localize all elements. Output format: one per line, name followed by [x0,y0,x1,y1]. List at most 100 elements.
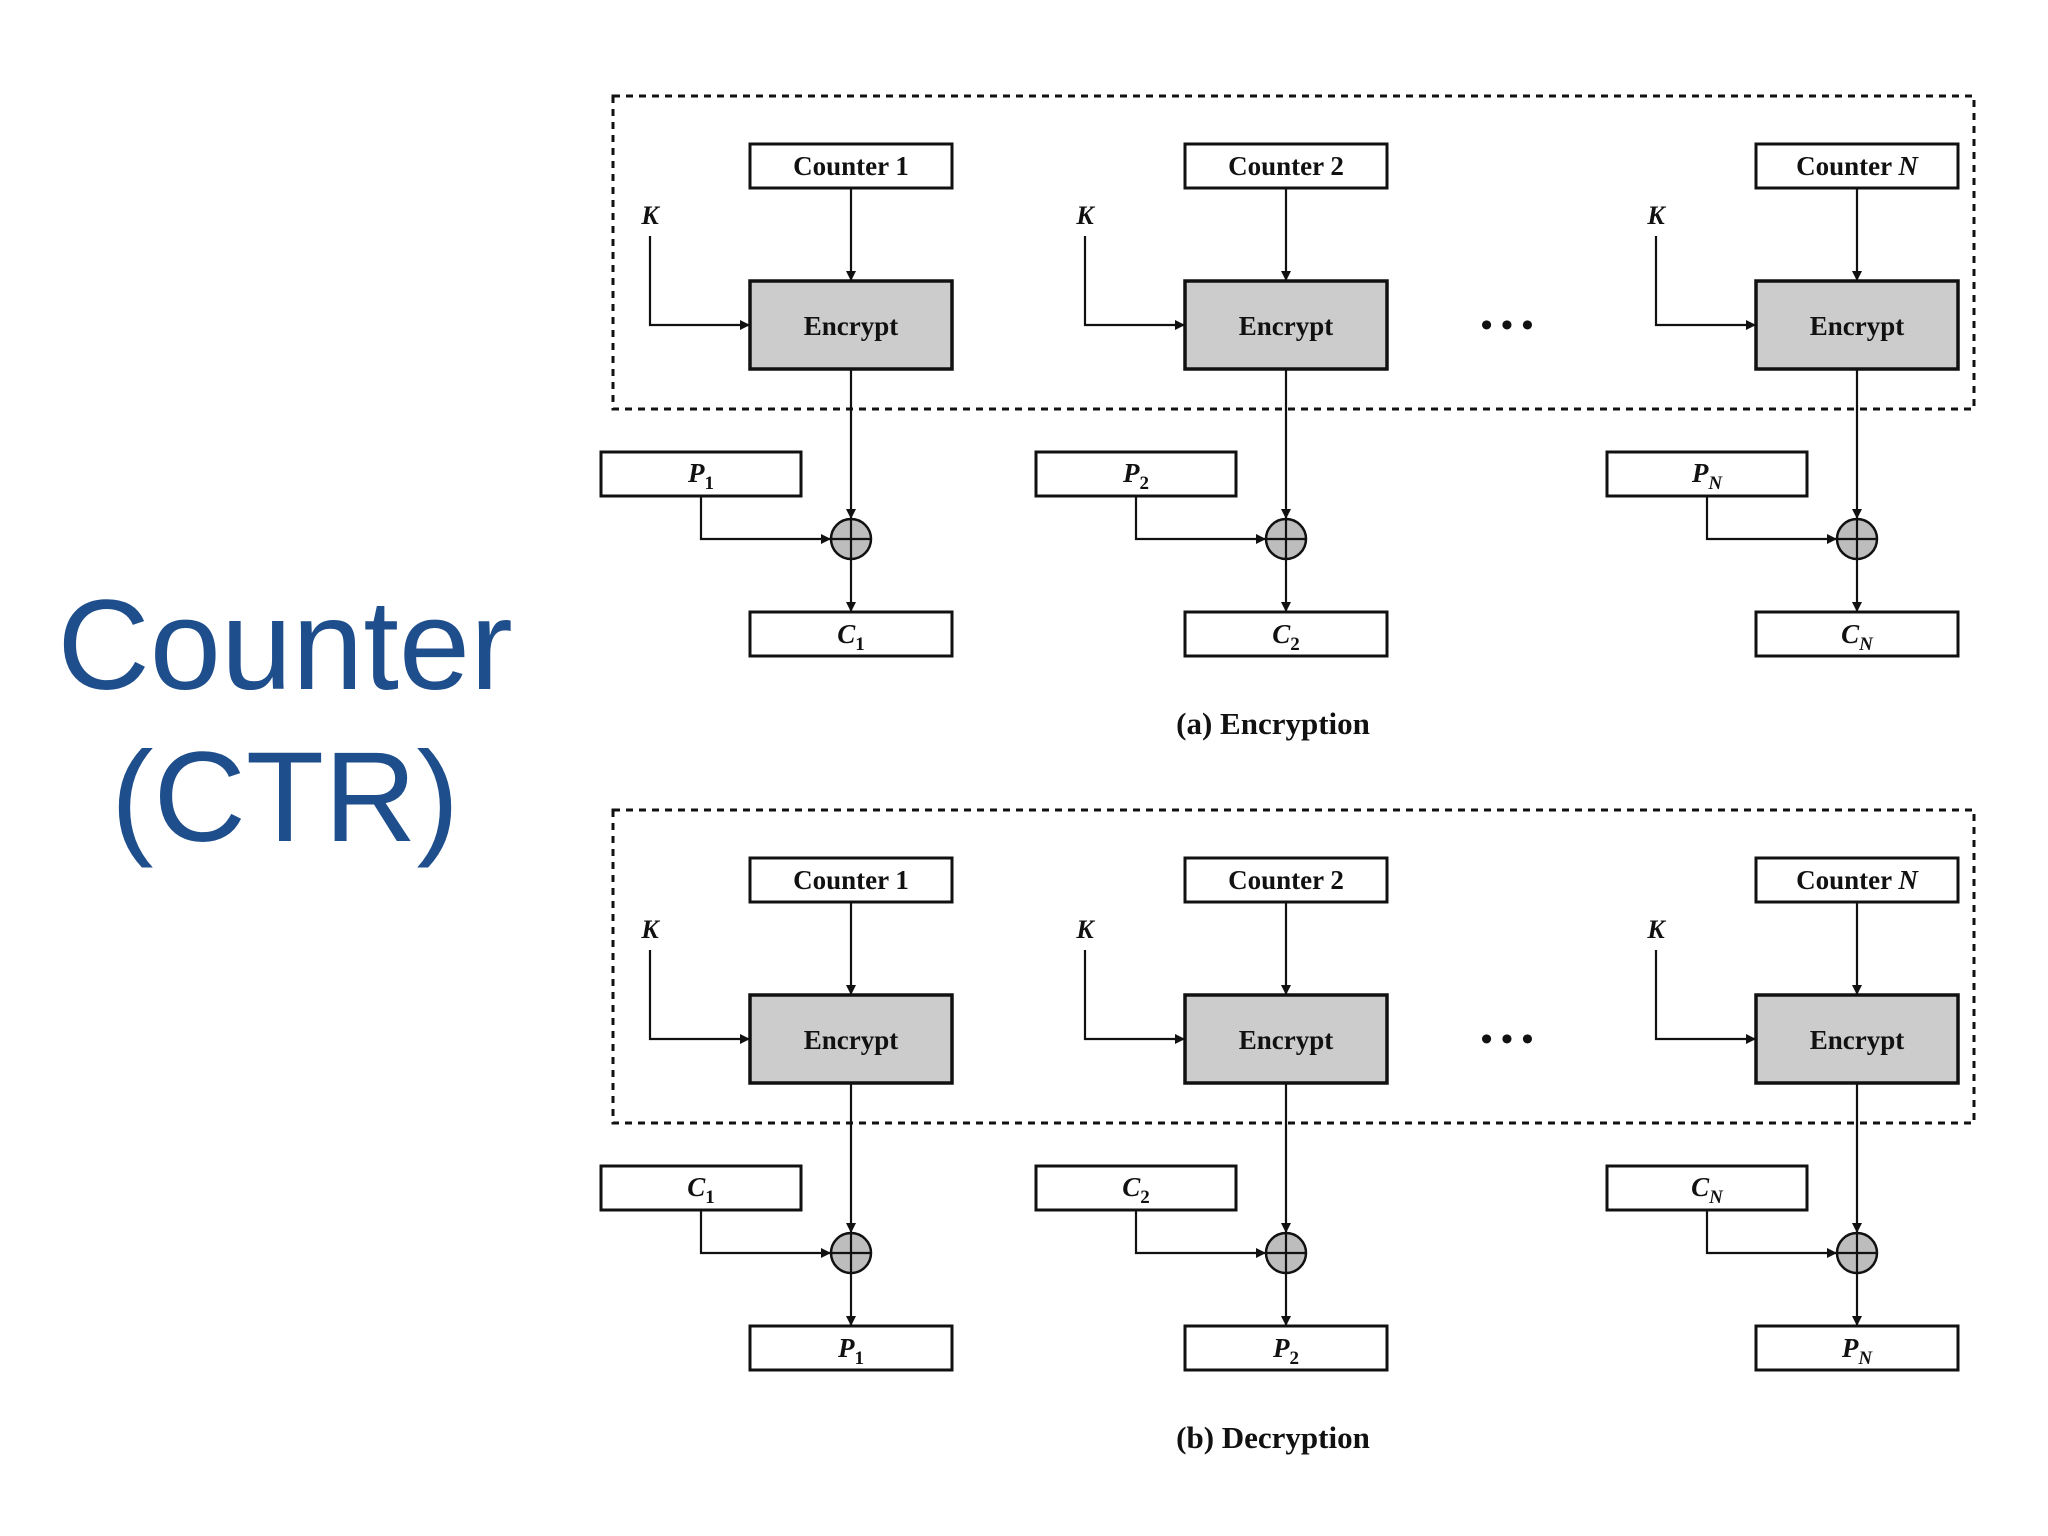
input-label-base: P [1691,458,1709,488]
output-label-sub: 2 [1290,634,1300,655]
output-box [1183,610,1389,658]
encrypt-label-base: Encrypt [1239,1025,1334,1055]
dashed-enclosure [611,808,1976,1125]
key-label: K [640,201,660,230]
counter-label-sub: 2 [1330,151,1344,181]
counter-label-base: Counter [793,151,895,181]
output-label-base: P [1841,1333,1859,1363]
encrypt-label-base: Encrypt [1810,311,1905,341]
counter-label-base: Counter [1228,865,1330,895]
input-label-sub: 2 [1140,1187,1150,1208]
ellipsis: • • • [1481,307,1534,344]
input-label-base: C [1691,1172,1710,1202]
encrypt-label-base: Encrypt [1810,1025,1905,1055]
counter-label-base: Counter [1228,151,1330,181]
counter-label: Counter N [1796,865,1919,895]
counter-box [1183,142,1389,190]
output-label: P2 [1272,1333,1299,1369]
output-box [748,1324,954,1372]
key-arrow [1083,236,1185,330]
output-label-base: C [1272,619,1291,649]
title-line-2: (CTR) [110,726,460,869]
key-label-base: K [1075,201,1095,230]
input-box [1605,1164,1809,1212]
output-label: PN [1841,1333,1874,1369]
counter-label-sub: N [1897,865,1919,895]
counter-label: Counter 1 [793,865,909,895]
encrypt-label: Encrypt [1810,1025,1905,1055]
input-label-base: C [687,1172,706,1202]
counter-label: Counter 2 [1228,151,1344,181]
input-label-base: P [1122,458,1140,488]
key-label-base: K [1075,915,1095,944]
output-label: C2 [1272,619,1300,655]
input-label-base: P [687,458,705,488]
input-label: CN [1691,1172,1724,1208]
output-label: P1 [837,1333,864,1369]
key-label: K [1646,201,1666,230]
key-arrow [1654,236,1756,330]
input-to-xor-arrow [1134,496,1266,544]
encrypt-label: Encrypt [804,311,899,341]
output-label-base: P [837,1333,855,1363]
output-label-sub: 1 [855,634,865,655]
input-label-base: C [1122,1172,1141,1202]
encrypt-label: Encrypt [804,1025,899,1055]
counter-label-sub: 1 [895,865,909,895]
input-to-xor-arrow [699,496,831,544]
output-box [1754,1324,1960,1372]
counter-label: Counter N [1796,151,1919,181]
encrypt-label-base: Encrypt [1239,311,1334,341]
counter-label: Counter 1 [793,151,909,181]
dashed-enclosure [611,94,1976,411]
counter-label-base: Counter [793,865,895,895]
counter-label: Counter 2 [1228,865,1344,895]
panel-caption: (b) Decryption [1176,1420,1370,1455]
input-label-sub: 1 [705,473,715,494]
encrypt-label-base: Encrypt [804,1025,899,1055]
slide-title: Counter (CTR) [0,570,570,874]
input-to-xor-arrow [699,1210,831,1258]
input-label: C2 [1122,1172,1150,1208]
output-label-sub: N [1857,1348,1873,1369]
counter-label-sub: 1 [895,151,909,181]
key-arrow [648,950,750,1044]
output-box [1754,610,1960,658]
counter-label-base: Counter [1796,151,1898,181]
key-arrow [1083,950,1185,1044]
counter-box [1754,142,1960,190]
key-label: K [1646,915,1666,944]
panel-caption: (a) Encryption [1176,706,1370,741]
output-label-sub: 2 [1290,1348,1300,1369]
input-box [1605,450,1809,498]
input-label-sub: N [1707,473,1723,494]
counter-label-base: Counter [1796,865,1898,895]
counter-label-sub: 2 [1330,865,1344,895]
output-label-base: P [1272,1333,1290,1363]
output-label-sub: N [1858,634,1874,655]
input-label: C1 [687,1172,715,1208]
output-label: CN [1841,619,1874,655]
output-label: C1 [837,619,865,655]
counter-box [1183,856,1389,904]
key-label: K [1075,915,1095,944]
input-to-xor-arrow [1134,1210,1266,1258]
key-label-base: K [1646,915,1666,944]
key-arrow [648,236,750,330]
output-label-base: C [837,619,856,649]
output-label-base: C [1841,619,1860,649]
input-label-sub: N [1708,1187,1724,1208]
output-label-sub: 1 [855,1348,865,1369]
encrypt-box [1754,279,1960,371]
key-label: K [640,915,660,944]
key-label: K [1075,201,1095,230]
input-label: PN [1691,458,1724,494]
counter-label-sub: N [1897,151,1919,181]
input-label: P2 [1122,458,1149,494]
encrypt-box [1754,993,1960,1085]
input-label-sub: 1 [705,1187,715,1208]
ellipsis: • • • [1481,1021,1534,1058]
